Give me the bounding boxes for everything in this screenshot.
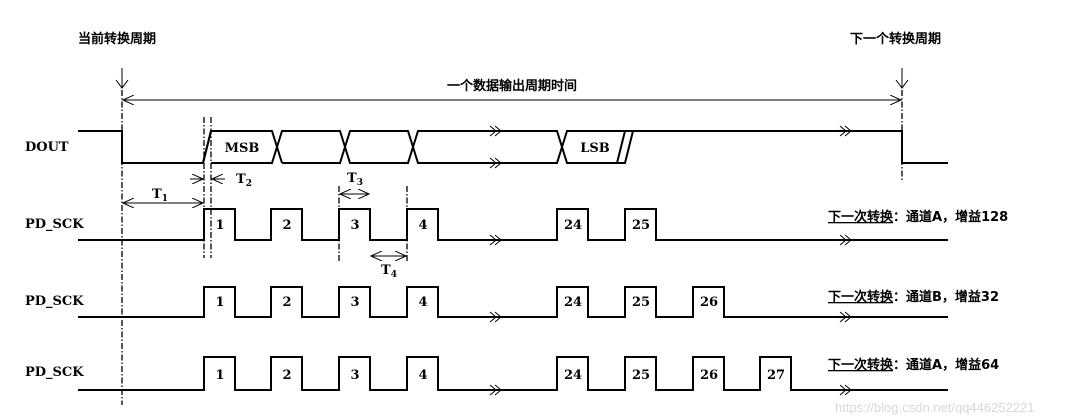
next-period-arrow-icon bbox=[895, 68, 909, 89]
break-icon bbox=[489, 157, 502, 169]
current-period-title: 当前转换周期 bbox=[78, 31, 156, 47]
pulse-number: 2 bbox=[282, 218, 291, 233]
pulse-number: 24 bbox=[564, 368, 582, 383]
pulse-number: 24 bbox=[564, 295, 582, 310]
break-icon bbox=[489, 125, 502, 137]
pulse-number: 26 bbox=[700, 368, 718, 383]
next-conversion-desc: ：通道A，增益64 bbox=[893, 357, 999, 373]
pulse-number: 2 bbox=[282, 295, 291, 310]
break-icon bbox=[839, 125, 852, 137]
pulse-number: 4 bbox=[418, 368, 427, 383]
pulse-number: 1 bbox=[215, 295, 224, 310]
pd-sck-row: 1 2 3 4 24 25 26 27 下一次转换：通道A，增益64 bbox=[78, 356, 999, 396]
next-conversion-desc: ：通道A，增益128 bbox=[893, 209, 1008, 225]
next-conversion-label: 下一次转换：通道A，增益128 bbox=[828, 209, 1008, 225]
dout-label: DOUT bbox=[25, 140, 69, 155]
t1-label: T1 bbox=[152, 187, 168, 204]
pulse-number: 1 bbox=[215, 368, 224, 383]
dout-bus-bottom bbox=[211, 130, 633, 164]
pd-sck-waveform bbox=[78, 356, 948, 391]
pulse-number: 4 bbox=[418, 218, 427, 233]
watermark: https://blog.csdn.net/qq446252221 bbox=[835, 400, 1035, 415]
break-icon bbox=[839, 311, 852, 323]
t3-label: T3 bbox=[347, 171, 363, 188]
pd-sck-row: 1 2 3 4 24 25 26 下一次转换：通道B，增益32 bbox=[78, 286, 999, 323]
break-icon bbox=[489, 234, 502, 246]
next-conversion-title: 下一次转换 bbox=[828, 357, 894, 373]
break-icon bbox=[489, 311, 502, 323]
next-conversion-label: 下一次转换：通道A，增益64 bbox=[828, 357, 999, 373]
pd-sck-label: PD_SCK bbox=[25, 365, 84, 380]
dout-lsb: LSB bbox=[580, 141, 610, 156]
pulse-number: 25 bbox=[632, 295, 650, 310]
pd-sck-row: 1 2 3 4 24 25 下一次转换：通道A，增益128 bbox=[78, 208, 1008, 246]
pulse-number: 24 bbox=[564, 218, 582, 233]
pulse-number: 3 bbox=[350, 368, 359, 383]
next-conversion-label: 下一次转换：通道B，增益32 bbox=[828, 289, 999, 305]
pd-sck-label: PD_SCK bbox=[25, 294, 84, 309]
dout-rise-edge bbox=[202, 130, 212, 164]
break-icon bbox=[839, 234, 852, 246]
next-conversion-title: 下一次转换 bbox=[828, 209, 894, 225]
t4-label: T4 bbox=[381, 263, 397, 280]
break-icon bbox=[489, 384, 502, 396]
pd-sck-waveform bbox=[78, 286, 948, 318]
pulse-number: 4 bbox=[418, 295, 427, 310]
next-conversion-desc: ：通道B，增益32 bbox=[893, 289, 999, 305]
pulse-number: 3 bbox=[350, 295, 359, 310]
next-conversion-title: 下一次转换 bbox=[828, 289, 894, 305]
pulse-number: 3 bbox=[350, 218, 359, 233]
dout-waveform bbox=[78, 130, 948, 164]
break-icon bbox=[839, 384, 852, 396]
pulse-number: 26 bbox=[700, 295, 718, 310]
data-output-period-label: 一个数据输出周期时间 bbox=[447, 78, 577, 94]
t2-label: T2 bbox=[236, 172, 252, 189]
dout-msb: MSB bbox=[225, 141, 260, 156]
pulse-number: 27 bbox=[767, 368, 785, 383]
pulse-number: 25 bbox=[632, 218, 650, 233]
pd-sck-label: PD_SCK bbox=[25, 217, 84, 232]
pulse-number: 25 bbox=[632, 368, 650, 383]
next-period-title: 下一个转换周期 bbox=[850, 31, 941, 47]
current-period-arrow-icon bbox=[115, 68, 129, 89]
pulse-number: 1 bbox=[215, 218, 224, 233]
pulse-number: 2 bbox=[282, 368, 291, 383]
pd-sck-waveform bbox=[78, 208, 948, 241]
